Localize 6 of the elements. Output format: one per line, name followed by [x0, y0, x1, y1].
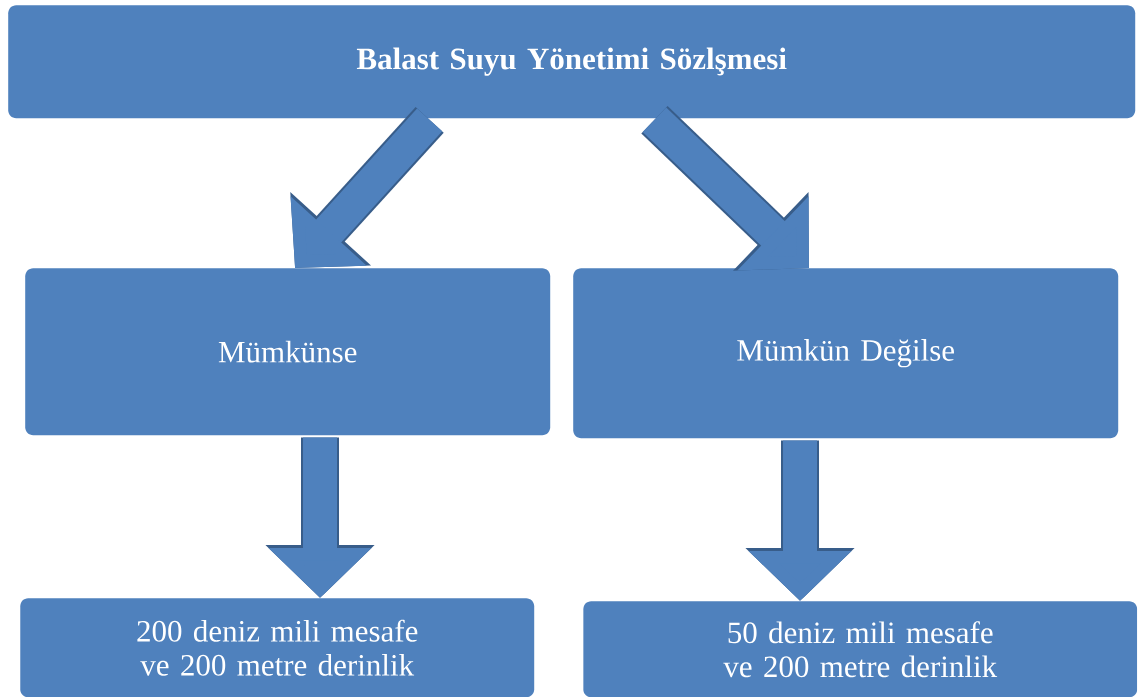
title-box: Balast Suyu Yönetimi Sözlşmesi	[8, 5, 1136, 119]
result-box: 200 deniz mili mesafe ve 200 metre derinlik	[20, 598, 535, 697]
result-box: 50 deniz mili mesafe ve 200 metre derinlik	[583, 601, 1138, 697]
process-box: Mümkünse	[25, 268, 551, 436]
process-box: Mümkün Değilse	[573, 268, 1119, 439]
block-arrow	[641, 106, 809, 271]
